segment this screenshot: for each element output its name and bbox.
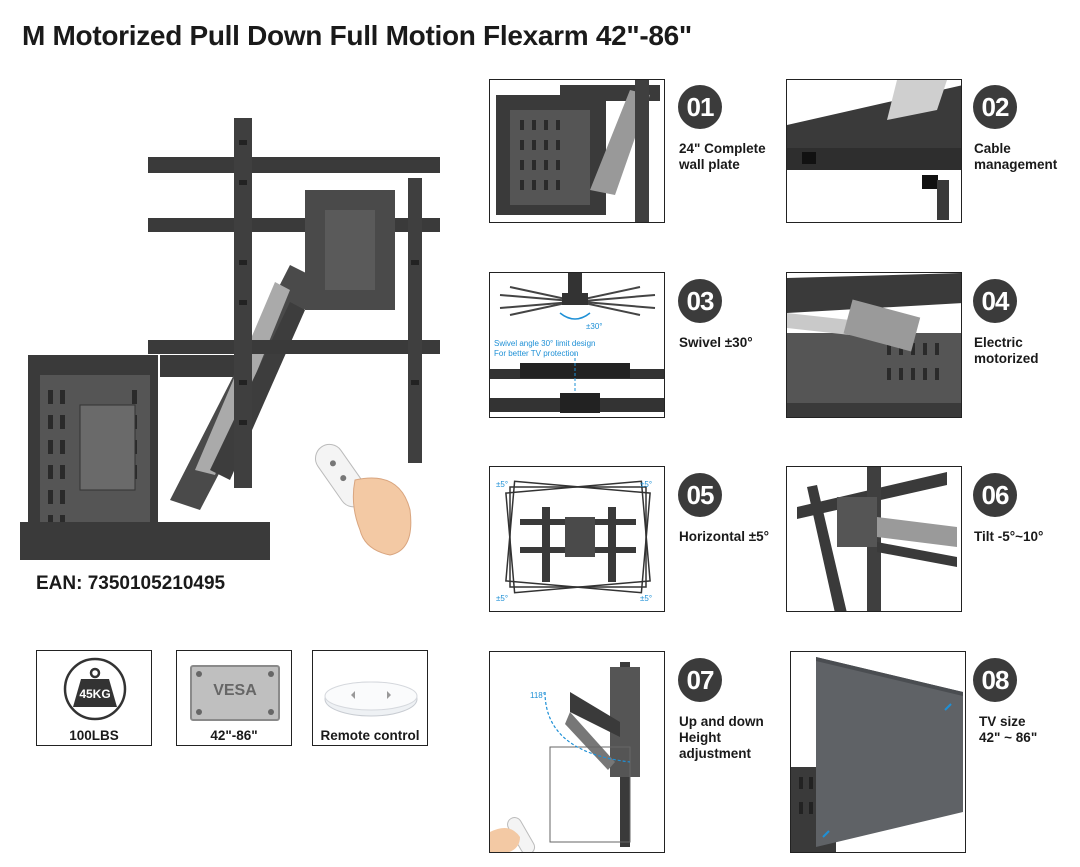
weight-spec-card: 45KG 100LBS [36,650,152,746]
remote-spec-card: Remote control [312,650,428,746]
product-image [20,118,440,560]
feature-01-caption: 24" Complete wall plate [679,141,766,172]
weight-icon [63,657,127,721]
feature-03-caption: Swivel ±30° [679,335,753,350]
feature-08-image [790,651,966,853]
height-angle-label: 118° [530,691,546,700]
vesa-badge: VESA [213,682,257,699]
vesa-spec-card: VESA 42"-86" [176,650,292,746]
feature-06-image [786,466,962,612]
feature-02-number: 02 [973,85,1017,129]
vesa-label: 42"-86" [210,728,258,743]
feature-07-number: 07 [678,658,722,702]
swivel-note-line1: Swivel angle 30° limit design [494,339,595,348]
ean-code: EAN: 7350105210495 [36,573,226,594]
feature-07-caption: Up and down Height adjustment [679,714,764,761]
feature-03-image: ±30° Swivel angle 30° limit design For b… [489,272,665,418]
feature-05-image: ±5° ±5° ±5° ±5° [489,466,665,612]
swivel-note-line2: For better TV protection [494,349,578,358]
page-title: M Motorized Pull Down Full Motion Flexar… [22,20,692,51]
feature-01-number: 01 [678,85,722,129]
feature-05-caption: Horizontal ±5° [679,529,770,544]
weight-label: 100LBS [69,728,119,743]
feature-04-caption: Electric motorized [974,335,1039,366]
feature-08-number: 08 [973,658,1017,702]
horizontal-angle-br: ±5° [640,594,652,603]
feature-07-image: 118° [489,651,665,853]
vesa-icon: VESA [190,665,280,721]
feature-04-number: 04 [973,279,1017,323]
feature-06-number: 06 [973,473,1017,517]
weight-badge: 45KG [79,687,111,701]
feature-06-caption: Tilt -5°~10° [974,529,1044,544]
feature-05-number: 05 [678,473,722,517]
feature-02-caption: Cable management [974,141,1058,172]
horizontal-angle-tl: ±5° [496,480,508,489]
remote-label: Remote control [320,728,420,743]
feature-08-caption: TV size 42" ~ 86" [979,714,1038,745]
feature-02-image [786,79,962,223]
horizontal-angle-bl: ±5° [496,594,508,603]
feature-03-number: 03 [678,279,722,323]
feature-04-image [786,272,962,418]
horizontal-angle-tr: ±5° [640,480,652,489]
feature-01-image [489,79,665,223]
swivel-angle-label: ±30° [586,322,603,331]
remote-icon [324,681,418,717]
